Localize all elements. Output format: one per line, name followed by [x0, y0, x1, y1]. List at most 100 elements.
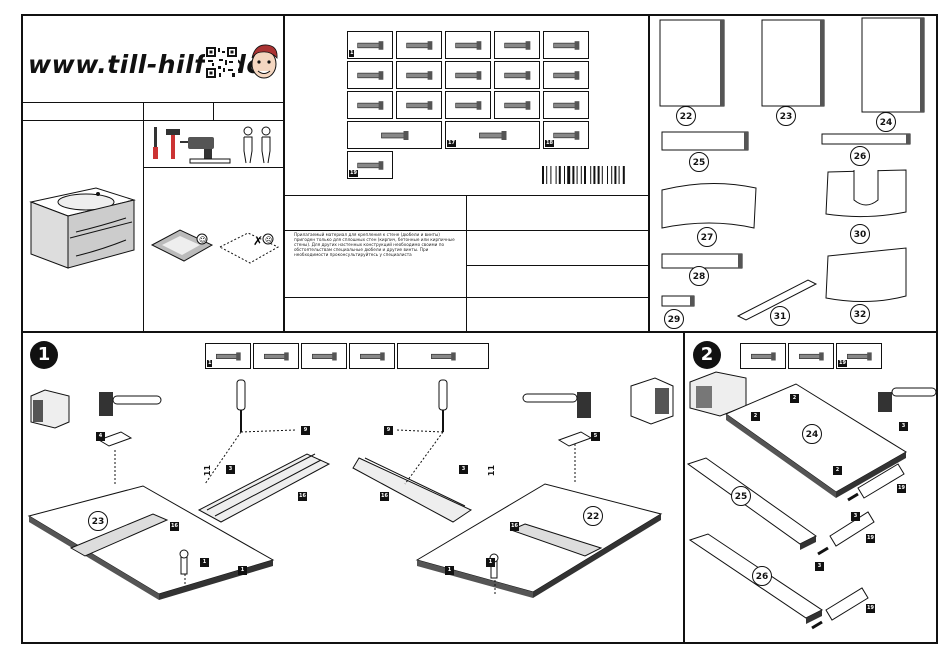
part-callout: 3: [815, 562, 824, 571]
tools-icon: [153, 126, 271, 164]
wall-bracket-icon: [254, 344, 298, 368]
part-callout: 2: [833, 466, 842, 475]
long-screw-icon: [789, 344, 833, 368]
panel-number-31: 31: [770, 306, 790, 326]
part-callout: 3: [899, 422, 908, 431]
divider: [143, 167, 283, 168]
hardware-part: [494, 91, 540, 119]
measure-label: 11: [203, 464, 213, 477]
panel-number-26: 26: [752, 566, 772, 586]
divider: [21, 331, 938, 333]
lever-icon: [348, 92, 392, 118]
hardware-part: [396, 61, 442, 89]
screw-icon: [348, 62, 392, 88]
hinge-icon: [397, 62, 441, 88]
barcode: [542, 166, 625, 184]
panel-number-27: 27: [697, 227, 717, 247]
drawer-slide-icon: [348, 122, 441, 148]
step-1-badge: 1: [30, 341, 58, 369]
hardware-part: [543, 61, 589, 89]
panel-number-25: 25: [731, 486, 751, 506]
rod-icon: [495, 92, 539, 118]
hardware-part: [445, 31, 491, 59]
divider: [648, 14, 650, 332]
panel-number-22: 22: [676, 106, 696, 126]
part-callout: 1: [486, 558, 495, 567]
svg-text:✗: ✗: [253, 234, 263, 248]
step-part: [301, 343, 347, 369]
step-part: [349, 343, 395, 369]
step-part: [740, 343, 786, 369]
glue-icon: [544, 122, 588, 148]
screw-icon: [350, 344, 394, 368]
panel-number-30: 30: [850, 224, 870, 244]
step-part: [253, 343, 299, 369]
long-screw-icon: [348, 152, 392, 178]
part-number-tag: 19: [838, 360, 847, 367]
hardware-part: [445, 91, 491, 119]
panel-number-32: 32: [850, 304, 870, 324]
hardware-part: [347, 91, 393, 119]
part-callout: 5: [591, 432, 600, 441]
panel-number-26: 26: [850, 146, 870, 166]
divider: [466, 195, 467, 332]
step-1-assembly-illustration: [27, 377, 674, 600]
panel-number-24: 24: [802, 424, 822, 444]
hardware-part: [543, 91, 589, 119]
wall-plug-icon: [302, 344, 346, 368]
part-number-tag: 17: [447, 140, 456, 147]
divider: [143, 102, 144, 332]
part-callout: 9: [384, 426, 393, 435]
part-callout: 3: [459, 465, 468, 474]
panel-number-25: 25: [689, 152, 709, 172]
mascot-face-icon: [251, 44, 278, 79]
panel-number-24: 24: [876, 112, 896, 132]
divider: [21, 102, 283, 103]
divider: [284, 297, 648, 298]
step-2-badge: 2: [693, 341, 721, 369]
part-number-tag: 19: [349, 170, 358, 177]
panel-number-29: 29: [664, 309, 684, 329]
part-callout: 1: [445, 566, 454, 575]
wall-bracket-icon: [397, 32, 441, 58]
cam-lock-icon: [544, 62, 588, 88]
divider: [283, 14, 285, 332]
cap-icon: [544, 92, 588, 118]
panel-number-23: 23: [776, 106, 796, 126]
part-callout: 4: [96, 432, 105, 441]
dowel-screw-icon: [348, 32, 392, 58]
part-callout: 19: [866, 604, 875, 613]
measure-label: 11: [487, 464, 497, 477]
connector-icon: [741, 344, 785, 368]
svg-text:☺: ☺: [199, 236, 206, 244]
svg-text:☹: ☹: [265, 236, 272, 244]
panel-drawings: [659, 17, 925, 321]
step-part: 1: [205, 343, 251, 369]
vanity-cabinet-illustration: [29, 187, 136, 269]
hardware-part: [347, 61, 393, 89]
part-callout: 1: [200, 558, 209, 567]
part-callout: 3: [851, 512, 860, 521]
part-callout: 3: [226, 465, 235, 474]
divider: [213, 102, 214, 120]
panel-number-28: 28: [689, 266, 709, 286]
divider: [466, 265, 648, 266]
panel-number-22: 22: [583, 506, 603, 526]
part-number-tag: 1: [349, 50, 355, 57]
bolt-icon: [446, 92, 490, 118]
wall-plug-icon: [446, 32, 490, 58]
hardware-part: 18: [543, 121, 589, 149]
panel-number-23: 23: [88, 511, 108, 531]
dowel-screw-icon: [206, 344, 250, 368]
instruction-sheet: [21, 14, 938, 644]
part-number-tag: 1: [207, 360, 213, 367]
hardware-part: 19: [347, 151, 393, 179]
wall-mount-notice: Прилагаемый материал для крепления к сте…: [294, 232, 455, 257]
part-callout: 1: [238, 566, 247, 575]
step-part: [397, 343, 489, 369]
hardware-part: [494, 61, 540, 89]
step-part: [788, 343, 834, 369]
divider: [21, 120, 283, 121]
hardware-part: [396, 31, 442, 59]
part-callout: 16: [170, 522, 179, 531]
